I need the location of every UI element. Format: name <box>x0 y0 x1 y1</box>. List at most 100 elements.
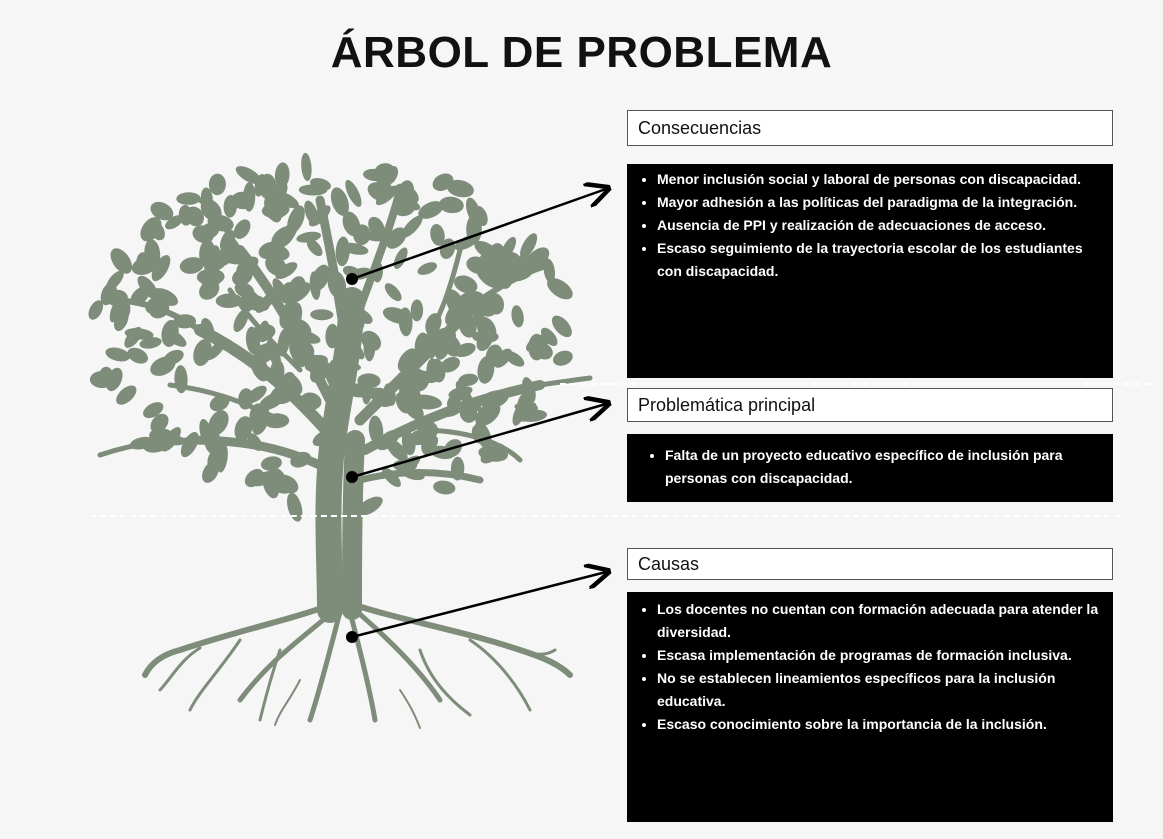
leaf <box>520 233 538 259</box>
leaf <box>106 270 124 291</box>
leaf <box>547 278 573 300</box>
leaf <box>433 480 456 495</box>
leaf <box>422 435 439 454</box>
leaf <box>127 347 148 364</box>
leaf <box>193 339 212 367</box>
leaf <box>223 195 238 218</box>
leaf <box>446 179 474 198</box>
leaf <box>330 187 349 216</box>
page-title: ÁRBOL DE PROBLEMA <box>330 28 833 77</box>
leaf <box>254 173 266 197</box>
leaf <box>231 191 255 210</box>
leaf <box>276 474 299 494</box>
leaf <box>310 177 331 191</box>
leaf <box>152 288 179 306</box>
leaf <box>196 268 225 285</box>
leaf <box>246 385 267 404</box>
leaf <box>401 430 416 456</box>
list-item: No se establecen lineamientos específico… <box>657 667 1103 713</box>
leaf <box>445 289 465 317</box>
leaf <box>280 218 299 246</box>
leaf <box>163 349 184 365</box>
list-item: Escaso conocimiento sobre la importancia… <box>657 713 1103 736</box>
divider-line <box>90 515 1120 517</box>
leaf <box>208 173 226 196</box>
leaf <box>310 309 334 321</box>
leaf <box>363 332 376 362</box>
leaf <box>88 300 104 320</box>
leaf <box>260 456 282 471</box>
list-item: Falta de un proyecto educativo específic… <box>665 444 1103 490</box>
leaf <box>306 238 323 257</box>
arrow-causas <box>346 572 606 643</box>
leaf <box>475 402 501 427</box>
list-item: Los docentes no cuentan con formación ad… <box>657 598 1103 644</box>
leaf <box>356 496 383 516</box>
leaf <box>465 197 482 226</box>
list-item: Mayor adhesión a las políticas del parad… <box>657 191 1103 214</box>
leaf <box>458 373 479 387</box>
arrow-problematica <box>346 404 606 483</box>
leaf <box>514 402 538 413</box>
problematica-box: Falta de un proyecto educativo específic… <box>627 434 1113 502</box>
leaf <box>185 206 204 227</box>
tree-roots <box>142 602 573 729</box>
leaf <box>418 201 444 219</box>
leaf <box>208 410 229 436</box>
leaf <box>480 443 505 464</box>
leaf <box>162 328 187 347</box>
leaf <box>165 215 183 230</box>
leaf <box>140 217 162 242</box>
leaf <box>179 257 204 274</box>
leaf <box>353 224 371 245</box>
leaf <box>144 239 161 268</box>
leaf <box>395 391 412 414</box>
leaf <box>285 282 311 304</box>
leaf <box>341 242 369 255</box>
leaf <box>430 224 445 246</box>
leaf <box>386 438 408 462</box>
divider-line <box>560 383 1150 385</box>
leaf <box>376 176 394 196</box>
list-item: Escaso seguimiento de la trayectoria esc… <box>657 237 1103 283</box>
leaf <box>233 219 251 239</box>
leaf <box>245 326 260 355</box>
leaf <box>124 326 143 348</box>
leaf <box>150 413 169 433</box>
leaf <box>429 358 446 383</box>
leaf <box>446 387 465 408</box>
consecuencias-box: Menor inclusión social y laboral de pers… <box>627 164 1113 378</box>
problematica-header: Problemática principal <box>627 388 1113 422</box>
list-item: Menor inclusión social y laboral de pers… <box>657 168 1103 191</box>
leaf <box>116 385 137 405</box>
leaf <box>439 196 464 214</box>
leaf <box>110 248 133 274</box>
leaf <box>271 188 291 206</box>
leaf <box>398 307 413 337</box>
leaf <box>259 392 285 411</box>
leaf <box>454 275 478 294</box>
leaf <box>309 271 321 301</box>
leaf <box>417 262 438 275</box>
leaf <box>234 282 255 299</box>
leaf <box>413 394 442 409</box>
leaf <box>432 173 454 191</box>
leaf <box>296 231 322 243</box>
leaf <box>233 309 249 333</box>
leaf <box>553 350 573 366</box>
leaf <box>139 337 162 349</box>
arrow-consecuencias <box>346 189 606 285</box>
leaf <box>476 265 500 289</box>
leaf <box>504 350 525 367</box>
leaf <box>533 342 553 360</box>
leaf <box>234 416 253 442</box>
leaf <box>401 215 423 238</box>
leaf <box>477 356 495 384</box>
leaf <box>151 255 171 282</box>
leaf <box>274 162 290 188</box>
leaf <box>199 280 220 300</box>
leaf <box>454 234 480 251</box>
leaf <box>150 201 174 221</box>
